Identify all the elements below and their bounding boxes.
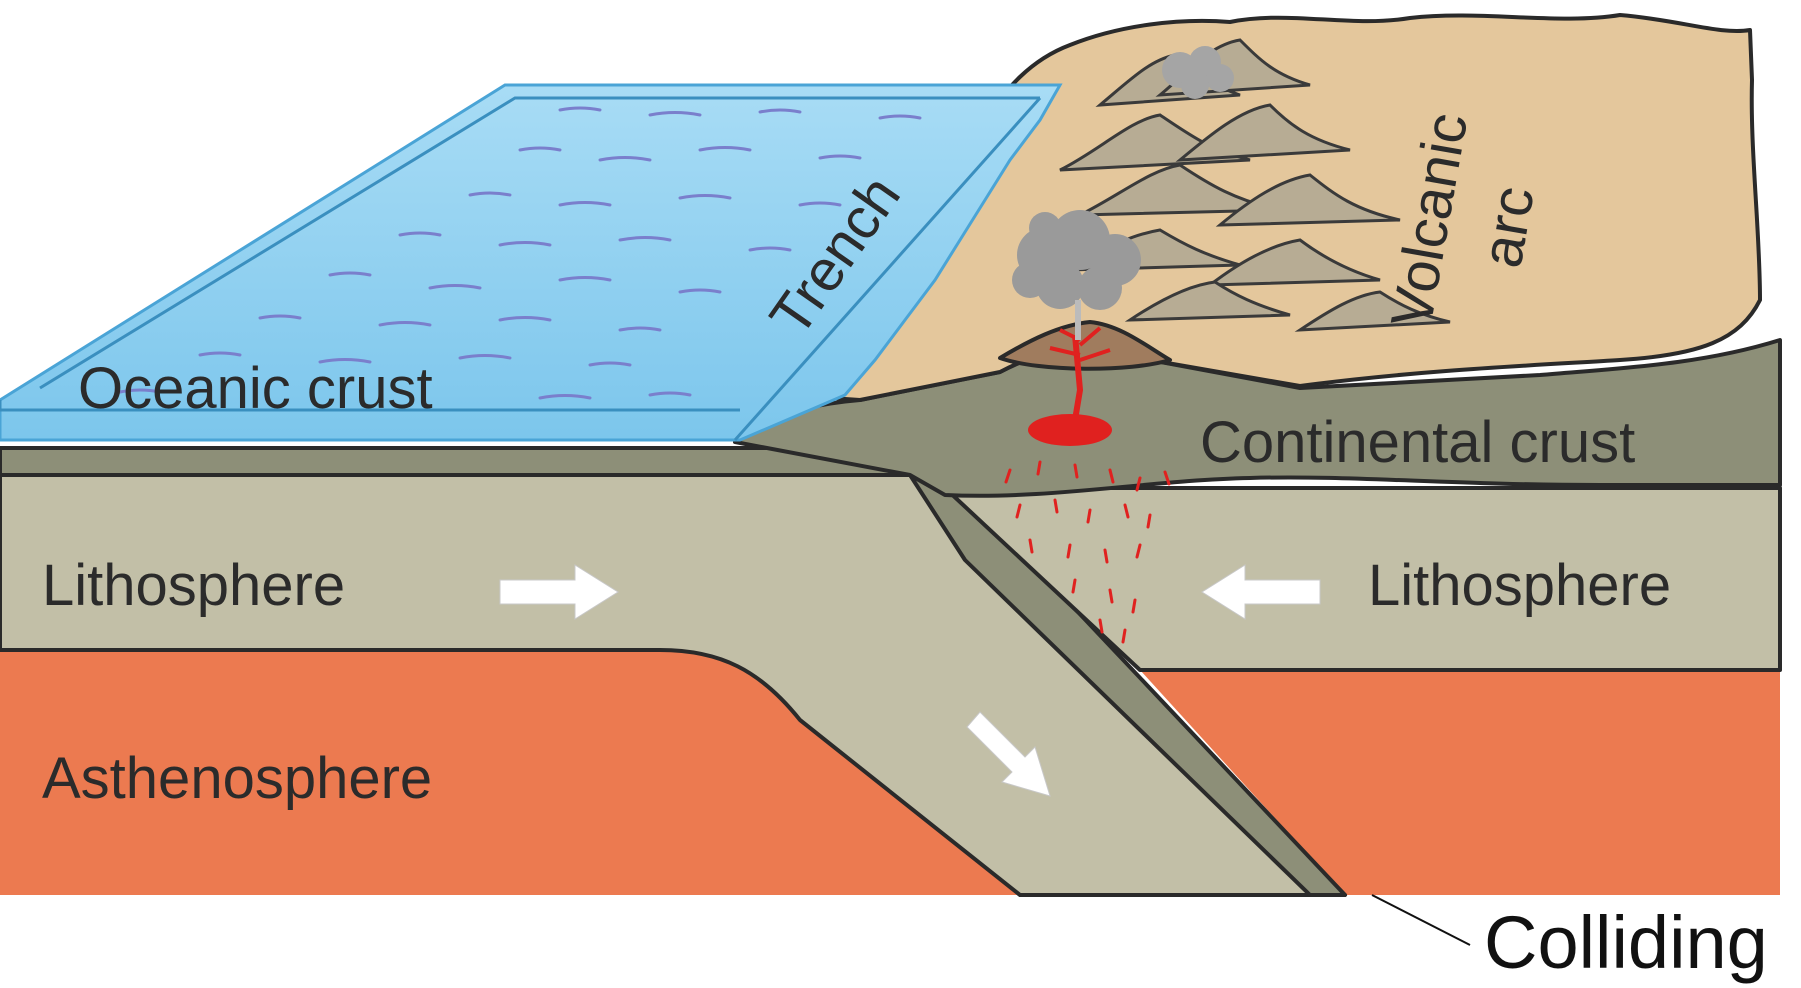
continental-lithosphere: [943, 486, 1782, 672]
magma-droplets: [1004, 460, 1171, 644]
lithosphere-left-label: Lithosphere: [42, 553, 345, 618]
smoke-icon: [1012, 210, 1141, 310]
arrow-icon: [499, 564, 619, 620]
callout-line: [1371, 894, 1471, 946]
asthenosphere-label: Asthenosphere: [42, 746, 432, 811]
continental-crust-label: Continental crust: [1200, 410, 1635, 475]
small-smoke-icon: [1162, 46, 1234, 99]
colliding-callout-label: Colliding: [1484, 901, 1768, 984]
ocean-waves: [118, 106, 922, 400]
lithosphere-right-label: Lithosphere: [1368, 553, 1671, 618]
magma-chamber: [1028, 414, 1112, 446]
active-volcano: [998, 320, 1172, 446]
ocean: [0, 83, 1063, 442]
arc-label: arc: [1469, 182, 1547, 273]
asthenosphere-layer: [0, 650, 1780, 895]
arrow-icon-subducting: [966, 711, 1051, 797]
oceanic-crust-label: Oceanic crust: [78, 356, 433, 421]
arrow-icon-right-plate: [1201, 564, 1321, 620]
